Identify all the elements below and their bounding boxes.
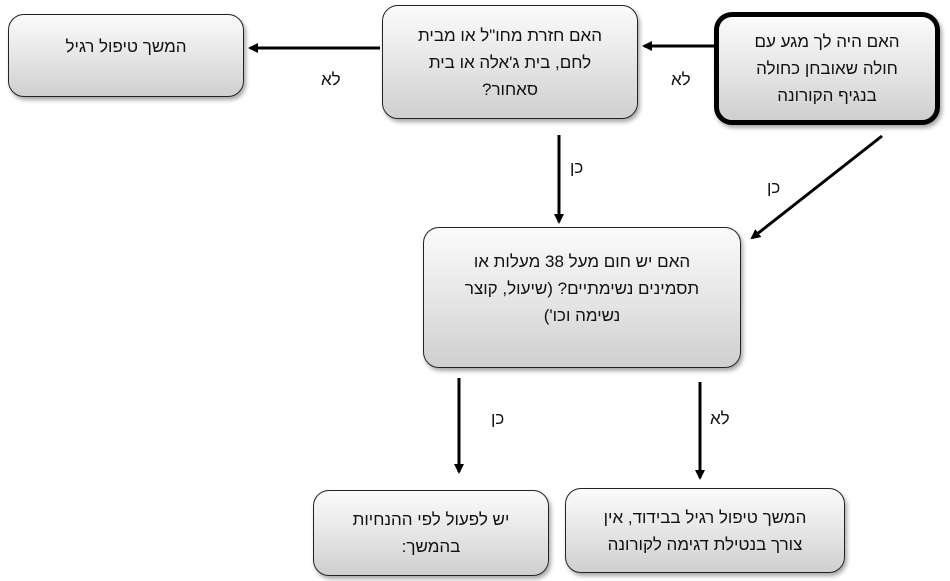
- edge-label-contact-yes: כן: [767, 178, 781, 197]
- node-text: יש לפעול לפי ההנחיות: [352, 510, 510, 529]
- node-text: האם יש חום מעל 38 מעלות או: [473, 252, 691, 271]
- isolation-node: המשך טיפול רגיל בבידוד, אין צורך בנטילת …: [565, 488, 845, 573]
- edge-label-symptoms-no: לא: [710, 409, 730, 428]
- node-text: בהמשך:: [401, 537, 461, 556]
- node-text: סאחור?: [482, 79, 538, 99]
- arrow-contact-to-symptoms: [750, 134, 883, 240]
- node-text: האם היה לך מגע עם: [754, 32, 900, 51]
- node-text: המשך טיפול רגיל: [65, 37, 187, 56]
- edge-label-contact-no: לא: [671, 70, 691, 89]
- contact-question-node: האם היה לך מגע עם חולה שאובחן כחולה בנגי…: [714, 12, 940, 125]
- continue-regular-node: המשך טיפול רגיל: [8, 14, 244, 97]
- node-text: צורך בנטילת דגימה לקורונה: [607, 534, 803, 554]
- node-text: נשימה וכו'): [543, 306, 621, 325]
- follow-guidelines-node: יש לפעול לפי ההנחיות בהמשך:: [313, 490, 549, 576]
- node-text: בנגיף הקורונה: [777, 86, 877, 105]
- node-text: לחם, בית ג'אלה או בית: [428, 52, 592, 72]
- edge-label-symptoms-yes: כן: [491, 409, 505, 428]
- travel-question-node: האם חזרת מחו"ל או מבית לחם, בית ג'אלה או…: [382, 5, 638, 119]
- symptoms-question-node: האם יש חום מעל 38 מעלות או תסמינים נשימת…: [423, 227, 741, 368]
- node-text: תסמינים נשימתיים? (שיעול, קוצר: [464, 279, 700, 298]
- node-text: המשך טיפול רגיל בבידוד, אין: [603, 507, 807, 527]
- edge-label-travel-yes: כן: [570, 158, 584, 177]
- edge-label-travel-no: לא: [321, 70, 341, 89]
- node-text: חולה שאובחן כחולה: [756, 59, 898, 78]
- node-text: האם חזרת מחו"ל או מבית: [418, 25, 602, 45]
